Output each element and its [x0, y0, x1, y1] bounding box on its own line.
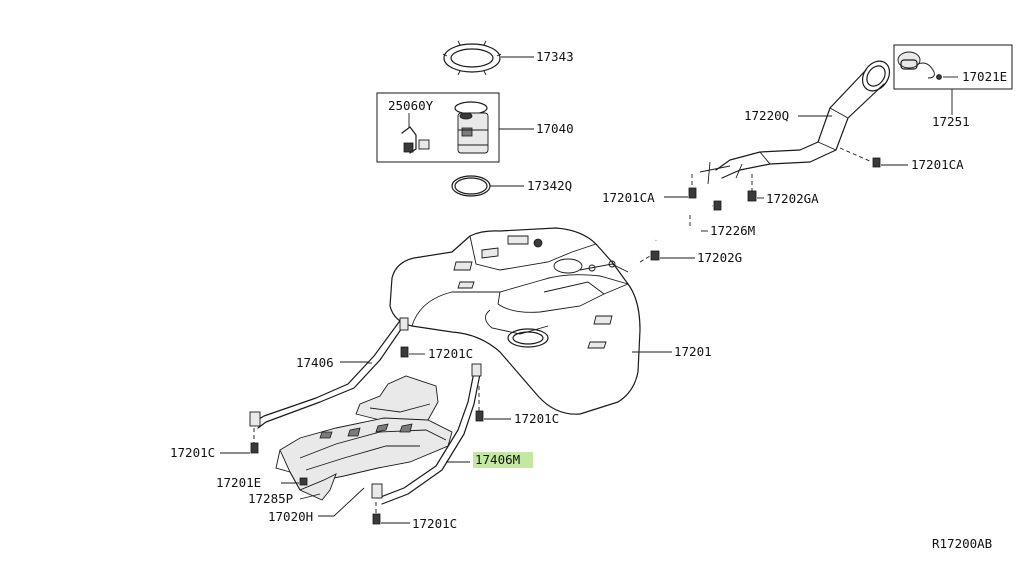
part-label-17202G[interactable]: 17202G	[697, 250, 742, 265]
part-label-17342Q[interactable]: 17342Q	[527, 178, 572, 193]
highlight-marker	[473, 452, 533, 468]
part-label-17201CA[interactable]: 17201CA	[602, 190, 655, 205]
part-label-17201C[interactable]: 17201C	[412, 516, 457, 531]
bolt-icon	[475, 386, 511, 422]
bolt-icon	[872, 157, 908, 168]
part-label-17343[interactable]: 17343	[536, 49, 574, 64]
part-label-17220Q[interactable]: 17220Q	[744, 108, 789, 123]
bolt-icon	[220, 428, 259, 454]
part-label-17251[interactable]: 17251	[932, 114, 970, 129]
part-label-17202GA[interactable]: 17202GA	[766, 191, 819, 206]
part-label-17020H[interactable]: 17020H	[268, 509, 313, 524]
o-ring-illustration	[451, 175, 524, 197]
leader-line	[318, 487, 365, 517]
part-label-17201CA[interactable]: 17201CA	[911, 157, 964, 172]
filler-tube-illustration	[699, 60, 891, 202]
part-label-17040[interactable]: 17040	[536, 121, 574, 136]
bolt-icon	[372, 502, 410, 525]
filler-cap-illustration	[893, 44, 1013, 115]
diagram-id: R17200AB	[932, 536, 992, 551]
hose-illustration	[653, 200, 722, 242]
part-label-17285P[interactable]: 17285P	[248, 491, 293, 506]
fuel-tank-illustration	[389, 227, 672, 415]
tank-strap-illustration	[371, 363, 482, 505]
part-label-17201E[interactable]: 17201E	[216, 475, 261, 490]
clamp-icon	[639, 250, 695, 263]
part-label-17201[interactable]: 17201	[674, 344, 712, 359]
part-label-25060Y[interactable]: 25060Y	[388, 98, 434, 113]
bolt-icon	[400, 346, 425, 358]
part-label-17201C[interactable]: 17201C	[428, 346, 473, 361]
part-label-17406M[interactable]: 17406M	[475, 452, 520, 467]
tank-strap-illustration	[249, 317, 409, 429]
part-label-17406[interactable]: 17406	[296, 355, 334, 370]
part-label-17201C[interactable]: 17201C	[170, 445, 215, 460]
part-label-17226M[interactable]: 17226M	[710, 223, 755, 238]
clip-icon	[281, 477, 308, 486]
heat-insulator-illustration	[275, 375, 453, 501]
fuel-pump-module-illustration	[376, 92, 534, 163]
lock-ring-illustration	[442, 40, 534, 76]
part-label-17021E[interactable]: 17021E	[962, 69, 1007, 84]
leader-line	[299, 493, 321, 500]
part-label-17201C[interactable]: 17201C	[514, 411, 559, 426]
bolt-icon	[664, 174, 697, 199]
